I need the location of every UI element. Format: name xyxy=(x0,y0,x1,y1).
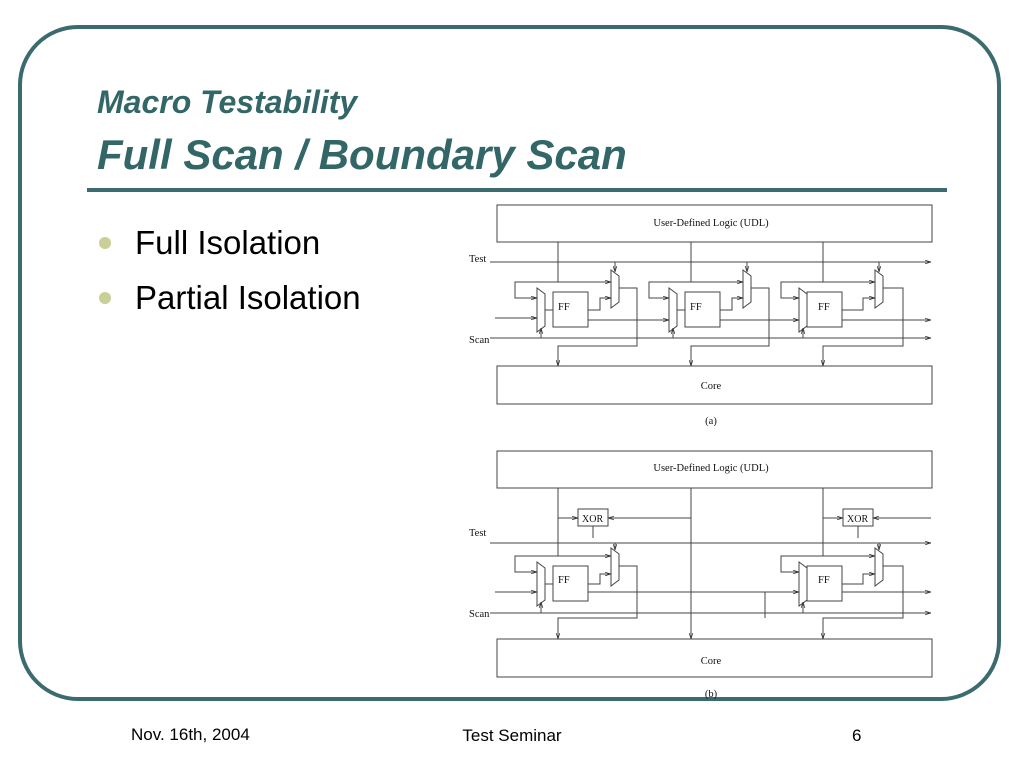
ff-label-b1: FF xyxy=(558,575,570,586)
udl-box-b xyxy=(496,450,933,489)
core-label-a: Core xyxy=(701,381,722,392)
bullet-dot-icon xyxy=(99,292,111,304)
scan-diagram: User-Defined Logic (UDL) Core Test Scan … xyxy=(469,204,933,700)
slide-title: Macro Testability xyxy=(97,84,358,120)
test-label-b: Test xyxy=(469,528,486,539)
scan-label-b: Scan xyxy=(469,609,490,620)
mux-out-a3 xyxy=(874,269,884,309)
slide-subtitle: Full Scan / Boundary Scan xyxy=(97,131,627,178)
bullet-item: Full Isolation xyxy=(97,222,361,277)
mux-b1 xyxy=(536,561,546,607)
core-box-a xyxy=(496,365,933,405)
ff-label-a1: FF xyxy=(558,302,570,313)
mux-out-a1 xyxy=(610,269,620,309)
ff-label-b2: FF xyxy=(818,575,830,586)
slide-frame xyxy=(18,25,1001,701)
test-label-a: Test xyxy=(469,254,486,265)
scan-label-a: Scan xyxy=(469,335,490,346)
mux-out-b2 xyxy=(874,547,884,587)
mux-a2 xyxy=(668,287,678,333)
mux-a1 xyxy=(536,287,546,333)
mux-out-a2 xyxy=(742,269,752,309)
ff-label-a2: FF xyxy=(690,302,702,313)
mux-b2 xyxy=(798,561,808,607)
bullet-dot-icon xyxy=(99,237,111,249)
udl-box-a xyxy=(496,204,933,243)
bullet-text: Partial Isolation xyxy=(135,279,361,316)
footer-title: Test Seminar xyxy=(462,726,562,745)
caption-b: (b) xyxy=(705,689,718,700)
ff-label-a3: FF xyxy=(818,302,830,313)
title-rule xyxy=(87,188,947,192)
caption-a: (a) xyxy=(705,416,717,427)
footer-date: Nov. 16th, 2004 xyxy=(131,725,250,744)
mux-out-b1 xyxy=(610,547,620,587)
xor-label-b2: XOR xyxy=(847,514,868,525)
bullet-text: Full Isolation xyxy=(135,224,321,261)
udl-label-a: User-Defined Logic (UDL) xyxy=(653,218,769,229)
core-label-b: Core xyxy=(701,656,722,667)
udl-label-b: User-Defined Logic (UDL) xyxy=(653,463,769,474)
mux-a3 xyxy=(798,287,808,333)
xor-label-b1: XOR xyxy=(582,514,603,525)
core-box-b xyxy=(496,638,933,678)
bullet-item: Partial Isolation xyxy=(97,277,361,332)
bullet-list: Full Isolation Partial Isolation xyxy=(97,222,361,332)
footer-page-number: 6 xyxy=(852,726,862,745)
